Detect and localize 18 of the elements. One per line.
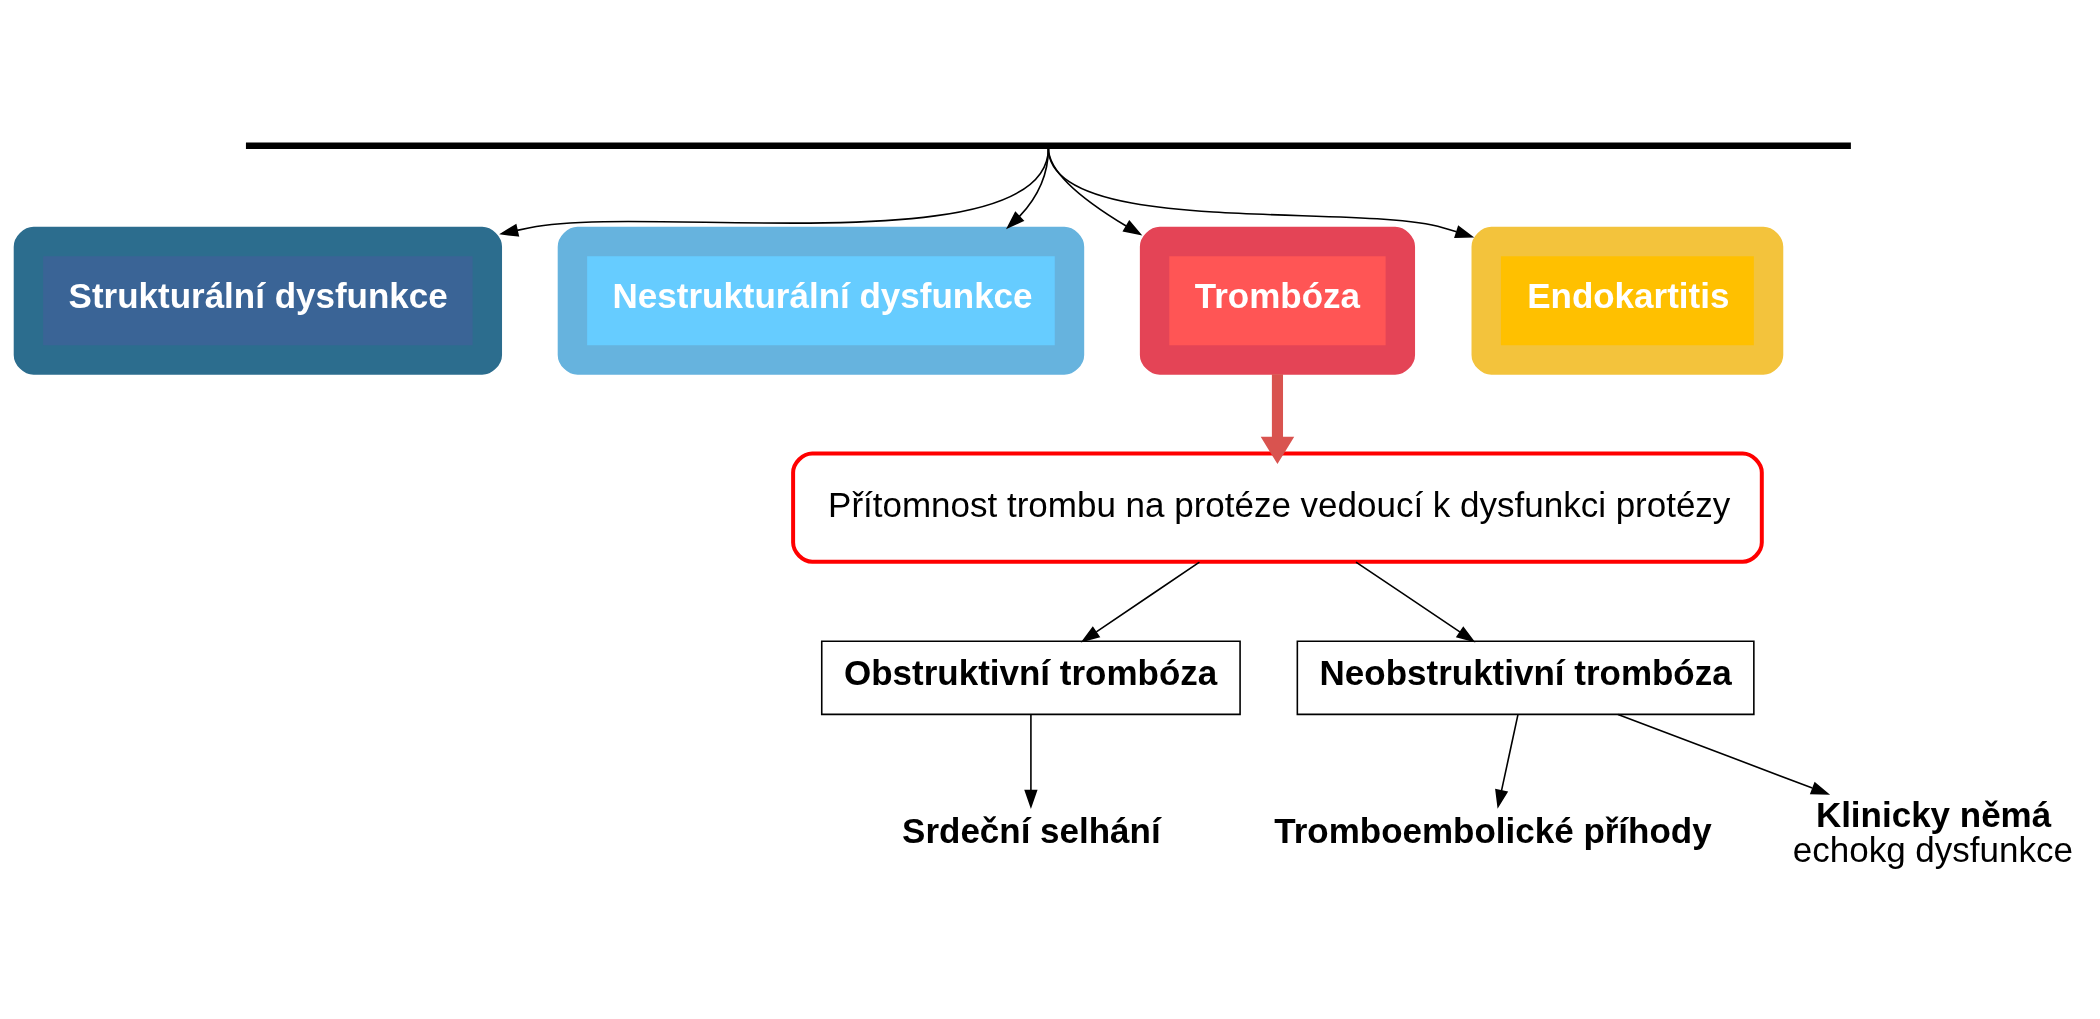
node-box: Přítomnost trombu na protéze vedoucí k dysfunkci protézy <box>791 451 1764 564</box>
node-box: Strukturální dysfunkce <box>13 226 503 375</box>
arrow <box>1047 146 1475 238</box>
node-box: Neobstruktivní trombóza <box>1296 639 1755 715</box>
arrow <box>1260 373 1295 464</box>
node-bar <box>245 142 1851 149</box>
node-text: Srdeční selhání <box>902 810 1161 850</box>
node-box: Obstruktivní trombóza <box>820 639 1241 715</box>
arrow <box>1024 713 1038 809</box>
node-box: Nestrukturální dysfunkce <box>557 226 1085 375</box>
node-box: Trombóza <box>1139 226 1416 375</box>
arrow <box>1617 713 1831 795</box>
arrow <box>1355 560 1476 642</box>
node-box: Endokartitis <box>1471 226 1784 375</box>
node-text: Tromboembolické příhody <box>1274 810 1712 850</box>
arrow <box>1080 560 1201 642</box>
arrow <box>1495 713 1519 809</box>
node-text: Klinicky němá echokg dysfunkce <box>1792 794 2073 869</box>
